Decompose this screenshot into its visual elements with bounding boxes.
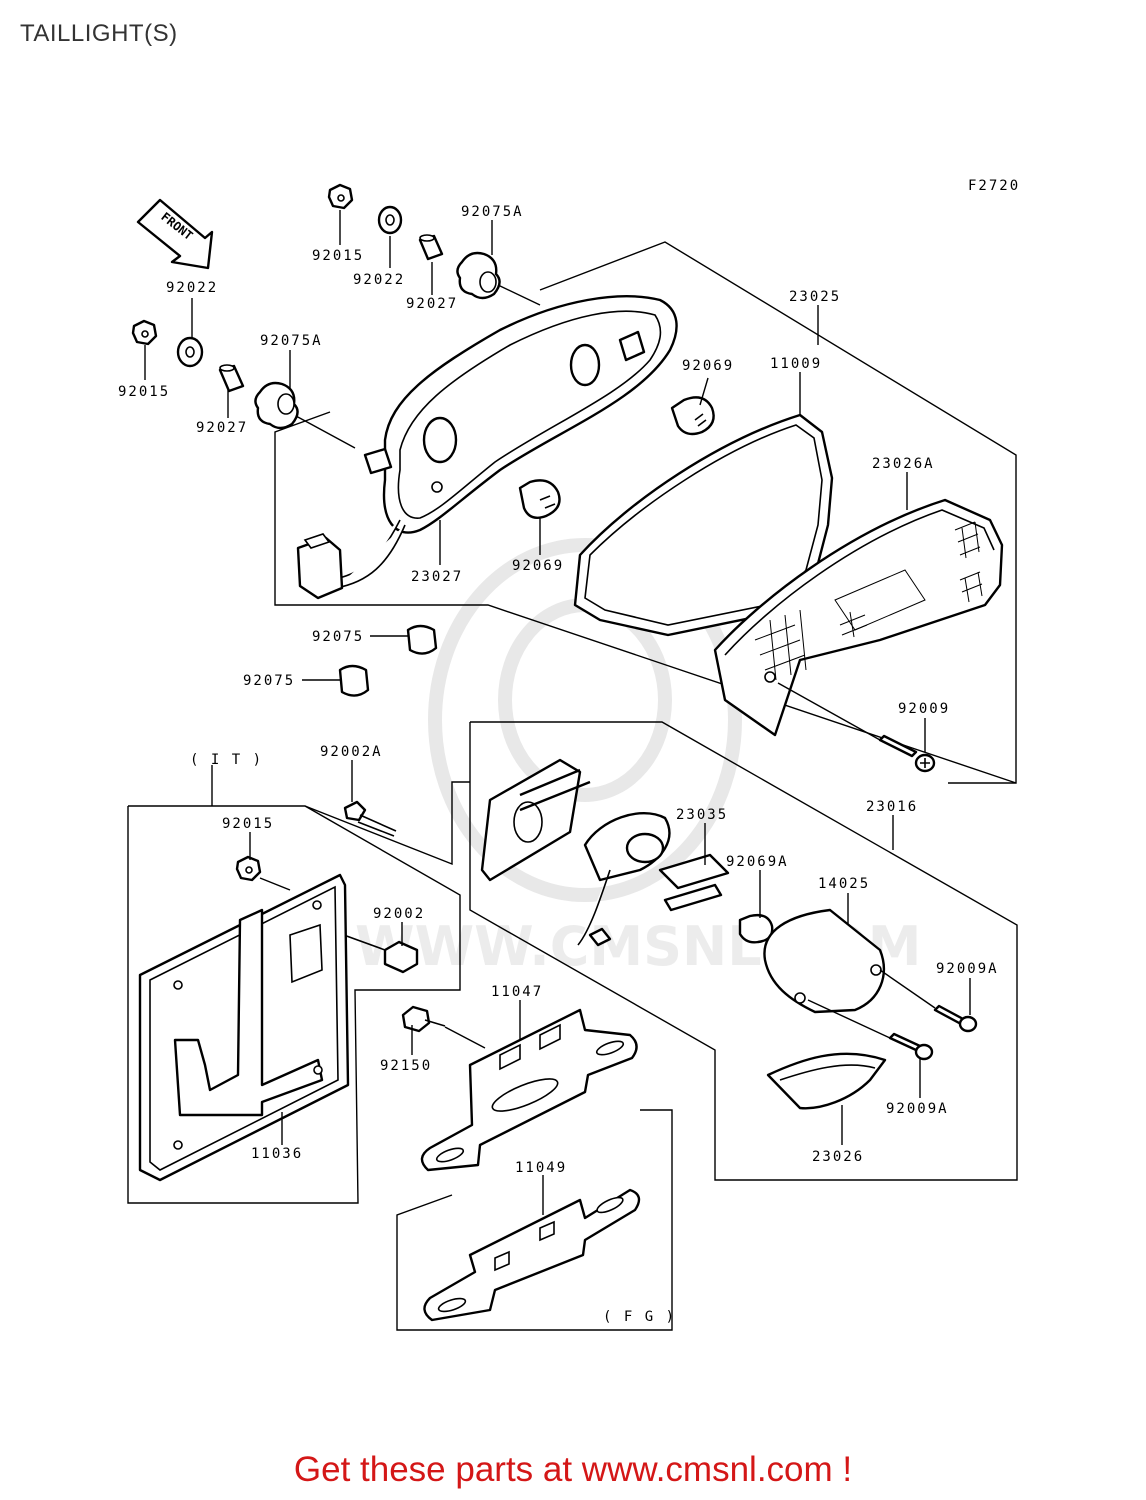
label-92027-left: 92027 [196, 420, 248, 436]
bracket-11049 [423, 1188, 641, 1322]
label-92002: 92002 [373, 906, 425, 922]
leader-lines [144, 210, 971, 1215]
nut-92015-top [327, 183, 354, 210]
bolt-92150 [401, 1005, 446, 1033]
label-11049: 11049 [515, 1160, 567, 1176]
label-92015-left: 92015 [118, 384, 170, 400]
label-11047: 11047 [491, 984, 543, 1000]
lens-23026A [713, 498, 1004, 737]
assembly-outlines [127, 241, 1018, 1331]
label-14025: 14025 [818, 876, 870, 892]
label-23026A: 23026A [872, 456, 935, 472]
washer-92022-top [377, 205, 403, 235]
bracket-base-23016 [480, 758, 591, 882]
bolt-92002A [343, 800, 397, 837]
lens-14025 [763, 908, 885, 1014]
label-23025: 23025 [789, 289, 841, 305]
label-23016: 23016 [866, 799, 918, 815]
label-92022-top: 92022 [353, 272, 405, 288]
label-92015-it: 92015 [222, 816, 274, 832]
label-92009A-b: 92009A [886, 1101, 949, 1117]
bulb-92069-right [670, 396, 715, 436]
label-92069-mid: 92069 [512, 558, 564, 574]
label-11036: 11036 [251, 1146, 303, 1162]
label-92069-right: 92069 [682, 358, 734, 374]
label-92022-left: 92022 [166, 280, 218, 296]
bracket-11047 [420, 1008, 638, 1172]
cover-23026 [766, 1052, 887, 1110]
label-92009: 92009 [898, 701, 950, 717]
rubber-buffer-92075-a [406, 624, 438, 655]
screw-92009 [878, 734, 936, 773]
label-92075-b: 92075 [243, 673, 295, 689]
grommet-92075A-top [456, 251, 501, 300]
bulb-92069-mid [518, 479, 561, 519]
region-label-it: ( I T ) [190, 752, 263, 768]
collar-92027-left [218, 364, 245, 393]
gasket-11009 [573, 413, 834, 637]
label-92009A-a: 92009A [936, 961, 999, 977]
nut-92015-it [235, 855, 262, 882]
screw-92009A-a [933, 1004, 978, 1033]
label-92150: 92150 [380, 1058, 432, 1074]
collar-92027-top [418, 234, 444, 261]
region-label-fg: ( F G ) [603, 1309, 676, 1325]
label-92015-top: 92015 [312, 248, 364, 264]
screw-92009A-b [888, 1032, 934, 1061]
label-23027: 23027 [411, 569, 463, 585]
label-92069A: 92069A [726, 854, 789, 870]
page-title: TAILLIGHT(S) [20, 20, 178, 47]
footer-link-text[interactable]: Get these parts at www.cmsnl.com ! [293, 1450, 853, 1489]
rubber-buffer-92075-b [338, 664, 370, 697]
label-11009: 11009 [770, 356, 822, 372]
figure-code: F2720 [968, 178, 1020, 194]
plate-11036 [138, 873, 350, 1182]
socket-23035 [577, 812, 730, 947]
label-23035: 23035 [676, 807, 728, 823]
label-92027-top: 92027 [406, 296, 458, 312]
label-92002A: 92002A [320, 744, 383, 760]
label-92075-a: 92075 [312, 629, 364, 645]
label-23026: 23026 [812, 1149, 864, 1165]
washer-92022-left [176, 336, 204, 368]
nut-92015-left [131, 319, 158, 346]
grommet-92075A-left [254, 381, 299, 430]
label-92075A-top: 92075A [461, 204, 524, 220]
label-92075A-left: 92075A [260, 333, 323, 349]
taillight-housing-23027 [296, 295, 678, 600]
front-arrow-icon: FRONT [136, 198, 214, 270]
part-labels: 92075A 92015 92022 92027 92022 92015 920… [118, 204, 999, 1325]
